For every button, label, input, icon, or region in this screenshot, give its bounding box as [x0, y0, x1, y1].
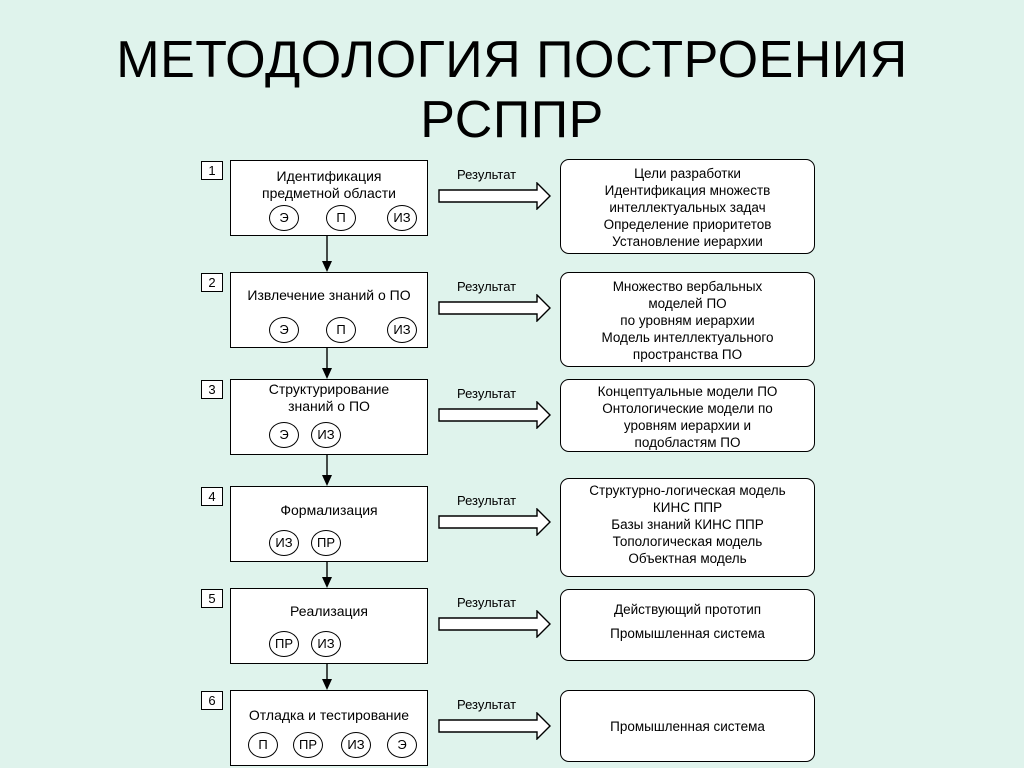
- participant-circle: Э: [387, 732, 417, 758]
- result-line: КИНС ППР: [652, 500, 723, 515]
- result-label: Результат: [457, 697, 517, 712]
- stage-label-line: знаний о ПО: [288, 398, 370, 414]
- stage-label-line: Идентификация: [276, 168, 382, 184]
- result-line: Базы знаний КИНС ППР: [611, 517, 764, 532]
- step-number-3: 3: [201, 380, 223, 399]
- participant-circle: ИЗ: [387, 205, 417, 231]
- flow-arrow-down: [322, 455, 332, 486]
- result-text: Промышленная система: [561, 718, 814, 735]
- result-line: Промышленная система: [610, 626, 765, 641]
- result-line: подобластям ПО: [634, 435, 741, 450]
- stage-label: Формализация: [231, 502, 427, 519]
- participant-circle: ПР: [293, 732, 323, 758]
- result-line: Объектная модель: [628, 551, 747, 566]
- result-text: Множество вербальных моделей ПО по уровням…: [561, 278, 814, 363]
- result-box-2: Множество вербальных моделей ПО по уровням…: [560, 272, 815, 367]
- participant-circle: ИЗ: [311, 422, 341, 448]
- stage-box-2: Извлечение знаний о ПО Э П ИЗ: [230, 272, 428, 348]
- result-line: уровням иерархии и: [623, 418, 752, 433]
- participant-circle: ПР: [269, 631, 299, 657]
- title-line-2: РСППР: [420, 91, 604, 149]
- participant-circle: ИЗ: [341, 732, 371, 758]
- result-label: Результат: [457, 167, 517, 182]
- flow-arrow-down: [322, 562, 332, 588]
- result-line: Концептуальные модели ПО: [597, 384, 778, 399]
- result-label: Результат: [457, 595, 517, 610]
- page-title: МЕТОДОЛОГИЯ ПОСТРОЕНИЯ РСППР: [0, 30, 1024, 150]
- flow-arrow-down: [322, 236, 332, 272]
- participant-circle: ИЗ: [387, 317, 417, 343]
- stage-label-line: Извлечение знаний о ПО: [247, 287, 411, 303]
- result-label: Результат: [457, 279, 517, 294]
- result-box-6: Промышленная система: [560, 690, 815, 762]
- result-label: Результат: [457, 493, 517, 508]
- result-line: пространства ПО: [632, 347, 743, 362]
- step-number-5: 5: [201, 589, 223, 608]
- result-arrow: [438, 294, 551, 322]
- result-line: Промышленная система: [610, 719, 765, 734]
- participant-circle: П: [326, 317, 356, 343]
- result-line: Действующий прототип: [613, 602, 762, 617]
- result-line: Множество вербальных: [612, 279, 763, 294]
- result-arrow: [438, 610, 551, 638]
- step-number-1: 1: [201, 161, 223, 180]
- step-number-2: 2: [201, 273, 223, 292]
- result-arrow: [438, 401, 551, 429]
- stage-label-line: Отладка и тестирование: [248, 707, 410, 723]
- step-number-6: 6: [201, 691, 223, 710]
- stage-label: Извлечение знаний о ПО: [231, 287, 427, 304]
- result-text: Концептуальные модели ПО Онтологические м…: [561, 383, 814, 451]
- step-number-4: 4: [201, 487, 223, 506]
- stage-label: Реализация: [231, 603, 427, 620]
- title-line-1: МЕТОДОЛОГИЯ ПОСТРОЕНИЯ: [116, 31, 908, 89]
- participant-circle: ПР: [311, 530, 341, 556]
- result-arrow: [438, 712, 551, 740]
- result-line: Цели разработки: [634, 166, 741, 181]
- result-line: интеллектуальных задач: [609, 200, 766, 215]
- participant-circle: Э: [269, 205, 299, 231]
- result-line: Идентификация множеств: [604, 183, 771, 198]
- result-line: [561, 618, 814, 625]
- result-line: Модель интеллектуального: [601, 330, 774, 345]
- flow-arrow-down: [322, 664, 332, 690]
- result-arrow: [438, 508, 551, 536]
- participant-circle: ИЗ: [269, 530, 299, 556]
- result-label: Результат: [457, 386, 517, 401]
- result-line: по уровням иерархии: [620, 313, 755, 328]
- participant-circle: Э: [269, 422, 299, 448]
- stage-label-line: Структурирование: [268, 381, 390, 397]
- participant-circle: П: [248, 732, 278, 758]
- participant-circle: ИЗ: [311, 631, 341, 657]
- flow-arrow-down: [322, 348, 332, 379]
- result-line: Определение приоритетов: [603, 217, 772, 232]
- result-line: Топологическая модель: [612, 534, 763, 549]
- stage-label: Отладка и тестирование: [231, 707, 427, 724]
- result-line: Структурно-логическая модель: [589, 483, 786, 498]
- result-arrow: [438, 182, 551, 210]
- result-box-3: Концептуальные модели ПО Онтологические м…: [560, 379, 815, 452]
- stage-label-line: предметной области: [262, 185, 396, 201]
- result-line: Онтологические модели по: [602, 401, 773, 416]
- result-line: моделей ПО: [648, 296, 727, 311]
- stage-label-line: Реализация: [290, 603, 368, 619]
- result-line: Установление иерархии: [612, 234, 763, 249]
- participant-circle: Э: [269, 317, 299, 343]
- participant-circle: П: [326, 205, 356, 231]
- stage-label-line: Формализация: [280, 502, 378, 518]
